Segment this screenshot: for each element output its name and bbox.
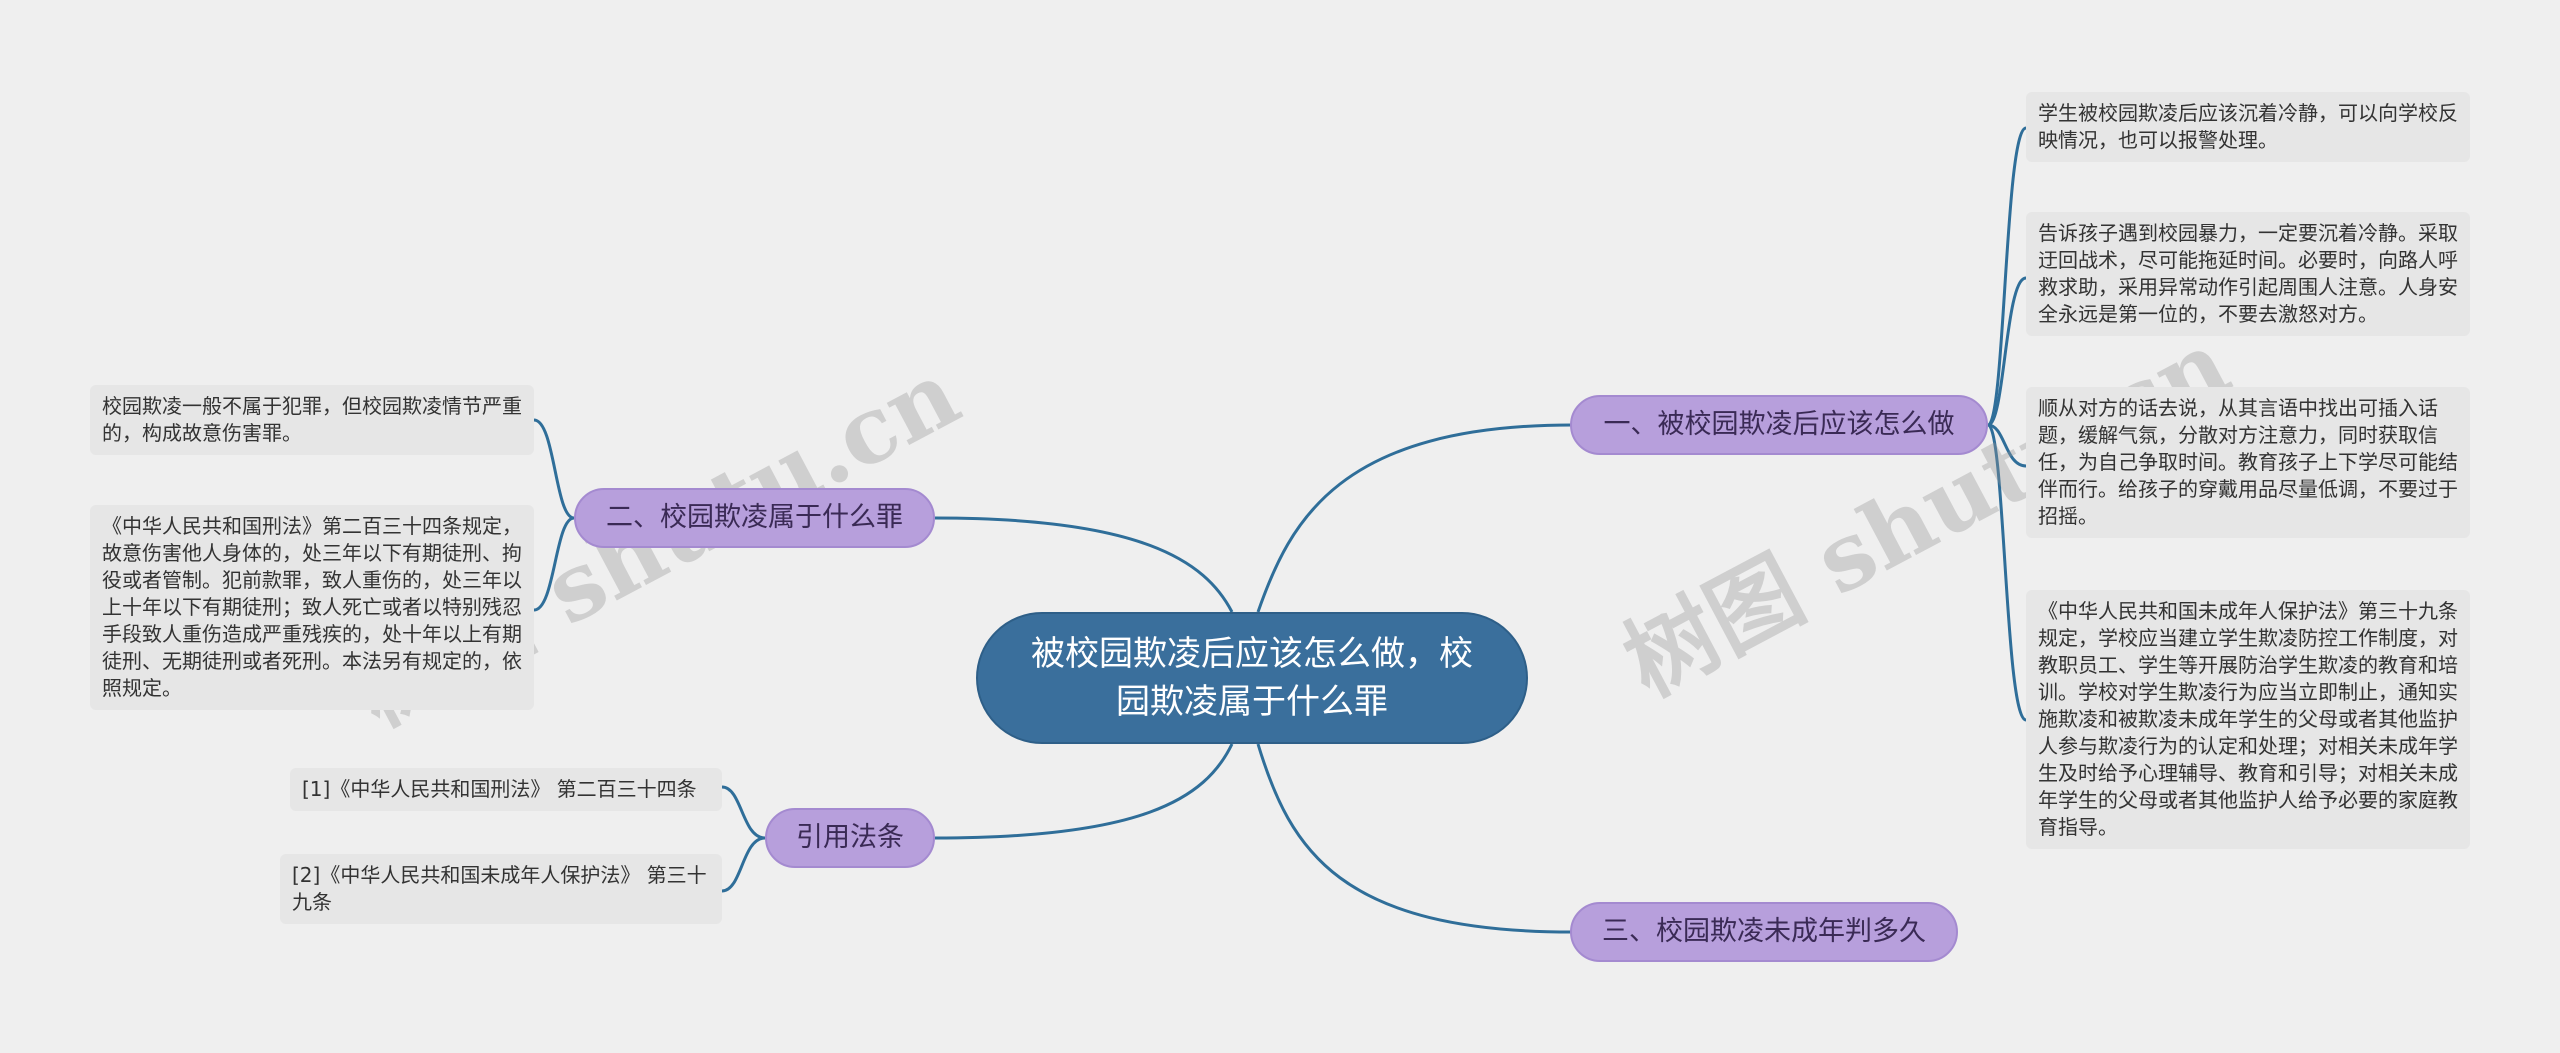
edge-root-b1: [1256, 423, 1573, 613]
edge-b1-leaf2: [1987, 276, 2027, 427]
edge-root-b3: [1256, 743, 1573, 934]
leaf-b1-1[interactable]: 学生被校园欺凌后应该沉着冷静，可以向学校反映情况，也可以报警处理。: [2026, 92, 2470, 162]
edge-b1-leaf4: [1986, 423, 2027, 722]
root-label: 被校园欺凌后应该怎么做，校园欺凌属于什么罪: [1031, 634, 1473, 722]
edge-b2-leaf2: [533, 516, 575, 612]
branch-node-1[interactable]: 一、被校园欺凌后应该怎么做: [1570, 395, 1988, 455]
edge-b2-leaf1: [533, 418, 575, 520]
leaf-b1-3[interactable]: 顺从对方的话去说，从其言语中找出可插入话题，缓解气氛，分散对方注意力，同时获取信…: [2026, 387, 2470, 538]
root-node[interactable]: 被校园欺凌后应该怎么做，校园欺凌属于什么罪: [976, 612, 1528, 744]
branch-node-4[interactable]: 引用法条: [765, 808, 935, 868]
edge-root-b4: [934, 743, 1234, 840]
edge-b4-leaf2: [721, 836, 766, 893]
leaf-b1-2[interactable]: 告诉孩子遇到校园暴力，一定要沉着冷静。采取迂回战术，尽可能拖延时间。必要时，向路…: [2026, 212, 2470, 336]
edge-b4-leaf1: [721, 785, 766, 840]
leaf-b4-2[interactable]: [2]《中华人民共和国未成年人保护法》 第三十九条: [280, 854, 722, 924]
branch-node-3[interactable]: 三、校园欺凌未成年判多久: [1570, 902, 1958, 962]
edge-b1-leaf1: [1986, 126, 2027, 427]
leaf-b4-1[interactable]: [1]《中华人民共和国刑法》 第二百三十四条: [290, 768, 722, 811]
edge-root-b2: [934, 516, 1234, 613]
edge-b1-leaf3: [1987, 423, 2027, 468]
leaf-b1-4[interactable]: 《中华人民共和国未成年人保护法》第三十九条规定，学校应当建立学生欺凌防控工作制度…: [2026, 590, 2470, 849]
branch-node-2[interactable]: 二、校园欺凌属于什么罪: [574, 488, 935, 548]
leaf-b2-2[interactable]: 《中华人民共和国刑法》第二百三十四条规定，故意伤害他人身体的，处三年以下有期徒刑…: [90, 505, 534, 710]
leaf-b2-1[interactable]: 校园欺凌一般不属于犯罪，但校园欺凌情节严重的，构成故意伤害罪。: [90, 385, 534, 455]
